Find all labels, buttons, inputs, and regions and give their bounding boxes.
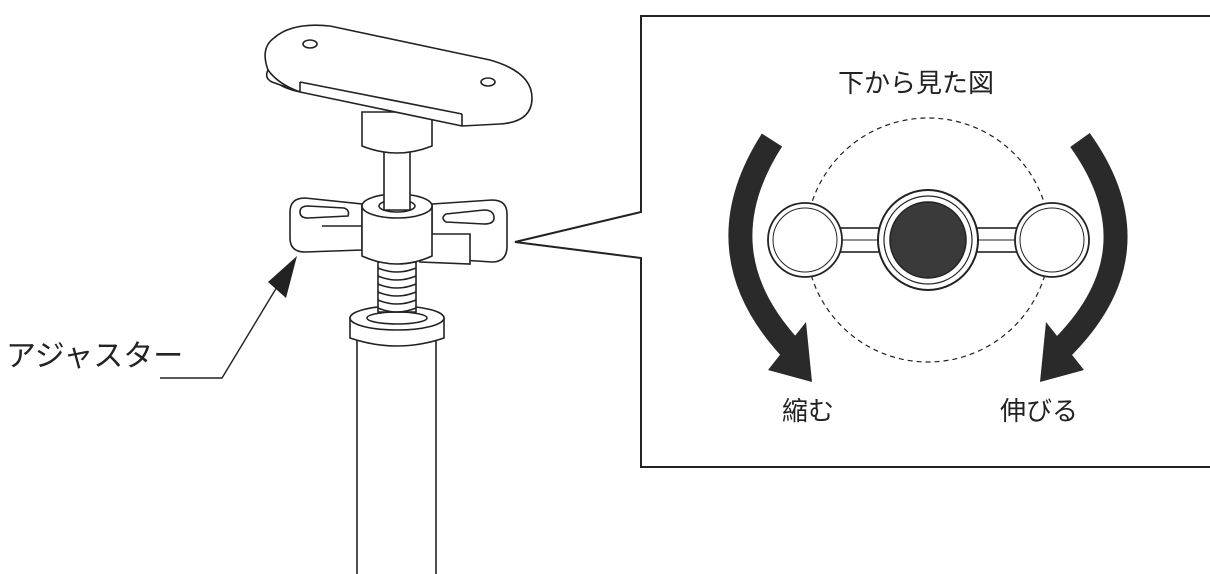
spindle <box>383 149 411 211</box>
top-plate-hole-right <box>480 77 496 87</box>
center-knob <box>889 201 967 279</box>
adjuster-label: アジャスター <box>6 339 183 374</box>
top-neck <box>361 111 433 154</box>
top-plate <box>264 24 533 127</box>
pole-assembly <box>264 24 533 574</box>
extend-label: 伸びる <box>1000 397 1078 427</box>
top-plate-hole-left <box>302 39 318 49</box>
bottom-view <box>767 117 1090 363</box>
adjuster-pointer <box>160 256 297 379</box>
arrow-shorten <box>728 133 812 382</box>
threaded-rod <box>377 261 417 313</box>
shorten-label: 縮む <box>782 397 834 427</box>
wing-end-right <box>1014 202 1090 278</box>
arrow-extend <box>1040 133 1128 382</box>
adjuster-nut <box>289 193 508 265</box>
callout-box <box>514 15 1210 468</box>
wing-end-left <box>767 202 843 278</box>
pole-tube <box>356 340 437 574</box>
view-title: 下から見た図 <box>838 69 994 99</box>
